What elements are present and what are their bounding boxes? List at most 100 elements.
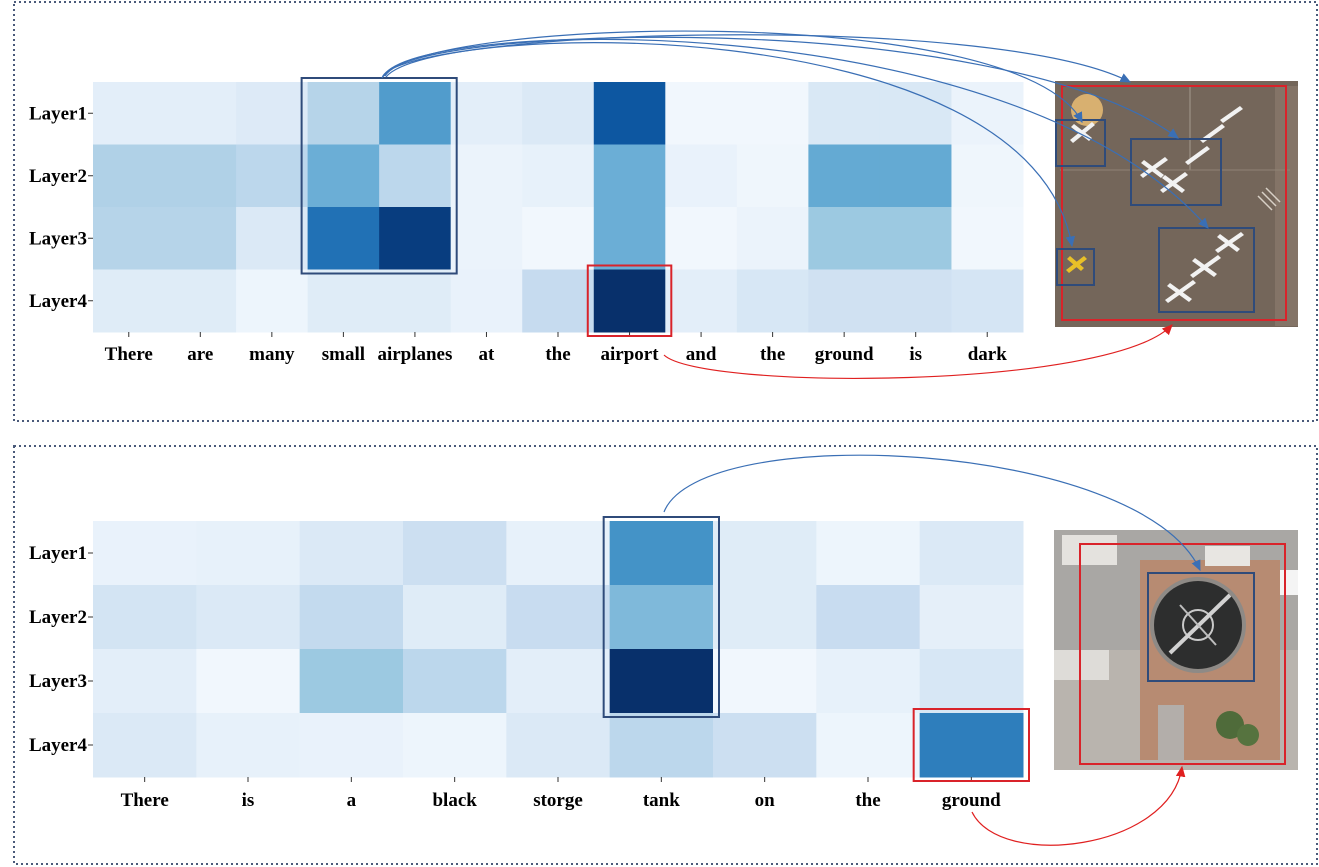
word-label: is (242, 790, 255, 811)
heatmap-cell (522, 144, 595, 208)
heatmap-cell (299, 649, 404, 714)
word-label: is (909, 344, 922, 365)
heatmap-cell (713, 585, 817, 650)
row-label: Layer3 (29, 671, 87, 692)
heatmap-cell (713, 649, 817, 714)
heatmap-cell (919, 713, 1024, 778)
top-arrows (381, 30, 1209, 379)
heatmap-red-box (586, 264, 673, 337)
heatmap-cell (713, 521, 817, 586)
heatmap-cell (164, 269, 237, 333)
heatmap-cell (919, 649, 1024, 714)
heatmap-cell (951, 207, 1024, 270)
word-label: ground (942, 790, 1001, 811)
heatmap-cell (236, 269, 309, 333)
heatmap-blue-box (300, 77, 458, 275)
heatmap-cell (93, 144, 166, 208)
heatmap-cell (93, 649, 197, 714)
word-label: at (479, 344, 496, 365)
word-label: airport (601, 344, 660, 365)
heatmap-cell (609, 649, 714, 714)
image-blue-box (1147, 572, 1255, 682)
heatmap-cell (307, 144, 380, 208)
heatmap-cell (816, 649, 921, 714)
heatmap-cell (307, 269, 380, 333)
heatmap-cell (609, 585, 714, 650)
heatmap-cell (164, 82, 237, 145)
heatmap-cell (951, 82, 1024, 145)
heatmap-cell (379, 82, 452, 145)
row-label: Layer2 (29, 607, 87, 628)
heatmap-red-box (912, 708, 1031, 782)
heatmap-cell (808, 144, 881, 208)
heatmap-cell (196, 713, 301, 778)
word-label: small (322, 344, 365, 365)
heatmap-cell (879, 82, 952, 145)
heatmap-cell (236, 82, 309, 145)
heatmap-cell (593, 82, 666, 145)
word-label: storge (533, 790, 583, 811)
heatmap-cell (164, 144, 237, 208)
word-label: a (347, 790, 357, 811)
heatmap-cell (236, 144, 309, 208)
word-label: black (432, 790, 477, 811)
heatmap-cell (450, 207, 523, 270)
heatmap-cell (816, 713, 921, 778)
heatmap-cell (299, 585, 404, 650)
heatmap-cell (522, 82, 595, 145)
word-label: There (105, 344, 153, 365)
heatmap-cell (307, 82, 380, 145)
heatmap-cell (665, 82, 738, 145)
heatmap-cell (919, 585, 1024, 650)
heatmap-cell (379, 144, 452, 208)
heatmap-cell (736, 144, 809, 208)
heatmap-cell (609, 713, 714, 778)
heatmap-cell (236, 207, 309, 270)
heatmap-cell (736, 207, 809, 270)
heatmap-cell (93, 713, 197, 778)
word-label: and (686, 344, 717, 365)
heatmap-cell (736, 82, 809, 145)
heatmap-cell (93, 82, 166, 145)
row-label: Layer1 (29, 543, 87, 564)
heatmap-cell (816, 521, 921, 586)
heatmap-cell (736, 269, 809, 333)
heatmap-cell (196, 521, 301, 586)
heatmap-cell (593, 144, 666, 208)
heatmap-cell (522, 207, 595, 270)
heatmap-cell (808, 82, 881, 145)
word-label: many (249, 344, 295, 365)
heatmap-cell (879, 269, 952, 333)
heatmap-cell (522, 269, 595, 333)
word-label: are (187, 344, 213, 365)
heatmap-cell (951, 269, 1024, 333)
image-blue-box (1130, 138, 1222, 206)
top-panel-frame (13, 1, 1318, 422)
word-label: tank (643, 790, 680, 811)
heatmap-cell (808, 269, 881, 333)
word-label: the (545, 344, 570, 365)
heatmap-cell (307, 207, 380, 270)
airport-aerial-image (1055, 81, 1298, 327)
heatmap-cell (93, 207, 166, 270)
row-label: Layer3 (29, 228, 87, 249)
heatmap-cell (816, 585, 921, 650)
heatmap-cell (403, 649, 507, 714)
heatmap-cell (93, 269, 166, 333)
word-label: the (760, 344, 785, 365)
heatmap-cell (506, 585, 611, 650)
word-label: dark (968, 344, 1008, 365)
heatmap-cell (164, 207, 237, 270)
yellow-airplane-icon (1066, 256, 1087, 273)
heatmap-cell (879, 144, 952, 208)
word-label: airplanes (377, 344, 452, 365)
heatmap-cell (403, 585, 507, 650)
heatmap-cell (299, 521, 404, 586)
heatmap-cell (379, 207, 452, 270)
airplane-icon (1070, 106, 1244, 303)
heatmap-cell (665, 269, 738, 333)
heatmap-cell (919, 521, 1024, 586)
word-label: on (755, 790, 776, 811)
